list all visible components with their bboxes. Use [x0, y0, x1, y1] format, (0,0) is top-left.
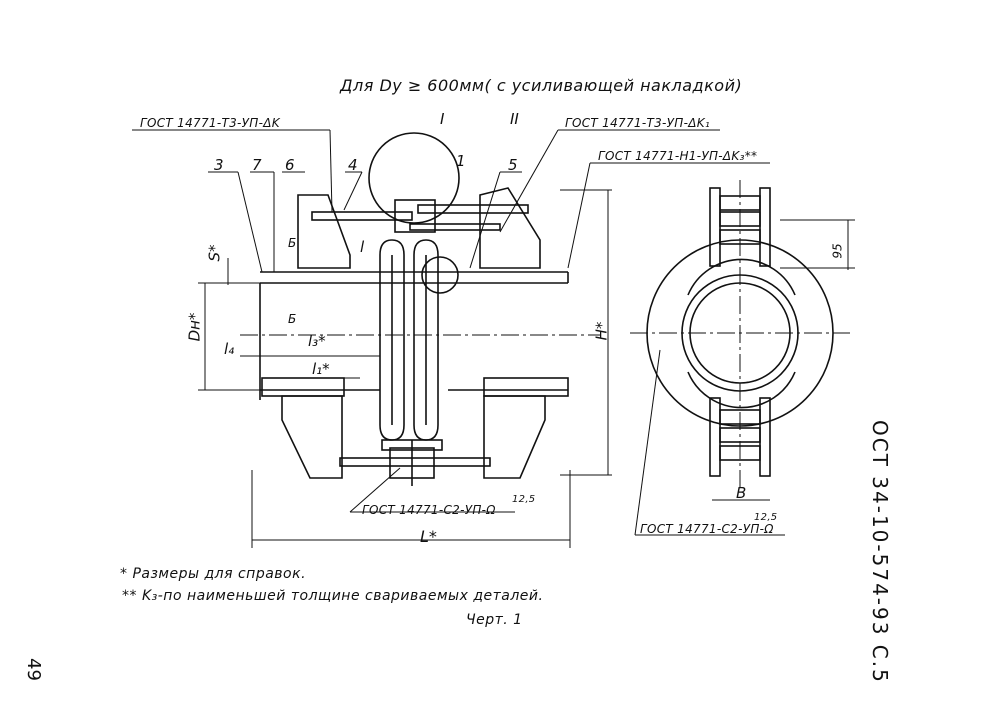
u-tubes — [379, 239, 439, 441]
drawing-title: Для Dy ≥ 600мм( с усиливающей накладкой) — [340, 76, 743, 95]
section-b-bottom: Б — [288, 312, 297, 326]
dim-l3: l₃* — [308, 332, 326, 350]
position-7: 7 — [252, 156, 262, 174]
dim-L: L* — [420, 527, 437, 546]
roughness-label-1: 12,5 — [512, 494, 536, 505]
note-2: ** K₃-по наименьшей толщине свариваемых … — [122, 588, 544, 604]
weld-label-3: ГОСТ 14771-Н1-УП-ΔK₃** — [598, 149, 758, 163]
weld-label-1: ГОСТ 14771-Т3-УП-ΔK — [140, 116, 280, 130]
dim-l: l — [360, 238, 365, 256]
page-number: 49 — [23, 658, 44, 681]
dim-l1: l₁* — [312, 360, 330, 378]
dim-dn: Dн* — [185, 312, 204, 342]
figure-caption: Черт. 1 — [466, 612, 523, 628]
position-4: 4 — [348, 156, 358, 174]
weld-label-2: ГОСТ 14771-Т3-УП-ΔK₁ — [565, 116, 711, 130]
dim-B: B — [736, 484, 747, 502]
upper-gusset-left — [297, 194, 351, 269]
top-plates — [311, 199, 529, 233]
end-view — [630, 180, 850, 490]
lower-support-right — [483, 377, 569, 479]
detail-I-label: I — [440, 110, 445, 128]
detail-II-circle — [421, 256, 459, 294]
position-3: 3 — [214, 156, 224, 174]
dim-95: 95 — [830, 243, 845, 259]
dim-l4: l₄ — [224, 340, 235, 358]
position-1: 1 — [456, 152, 466, 170]
position-6: 6 — [285, 156, 295, 174]
section-b-top: Б — [288, 236, 297, 250]
lower-support-left — [261, 377, 345, 479]
upper-gusset-right — [479, 187, 541, 269]
dim-h: H* — [592, 321, 611, 341]
detail-I-circle — [368, 132, 460, 224]
roughness-label-2: 12,5 — [754, 512, 778, 523]
note-1: * Размеры для справок. — [120, 566, 307, 582]
pipe-body — [240, 271, 600, 400]
bottom-clamp — [339, 439, 491, 486]
dim-s: S* — [205, 244, 224, 262]
weld-label-4: ГОСТ 14771-С2-УП-Ω — [362, 503, 496, 517]
detail-II-label: II — [510, 110, 519, 128]
dimension-lines — [132, 129, 855, 548]
sheet-code: ОСТ 34-10-574-93 С.5 — [868, 420, 892, 684]
position-5: 5 — [508, 156, 518, 174]
weld-label-5: ГОСТ 14771-С2-УП-Ω — [640, 522, 774, 536]
